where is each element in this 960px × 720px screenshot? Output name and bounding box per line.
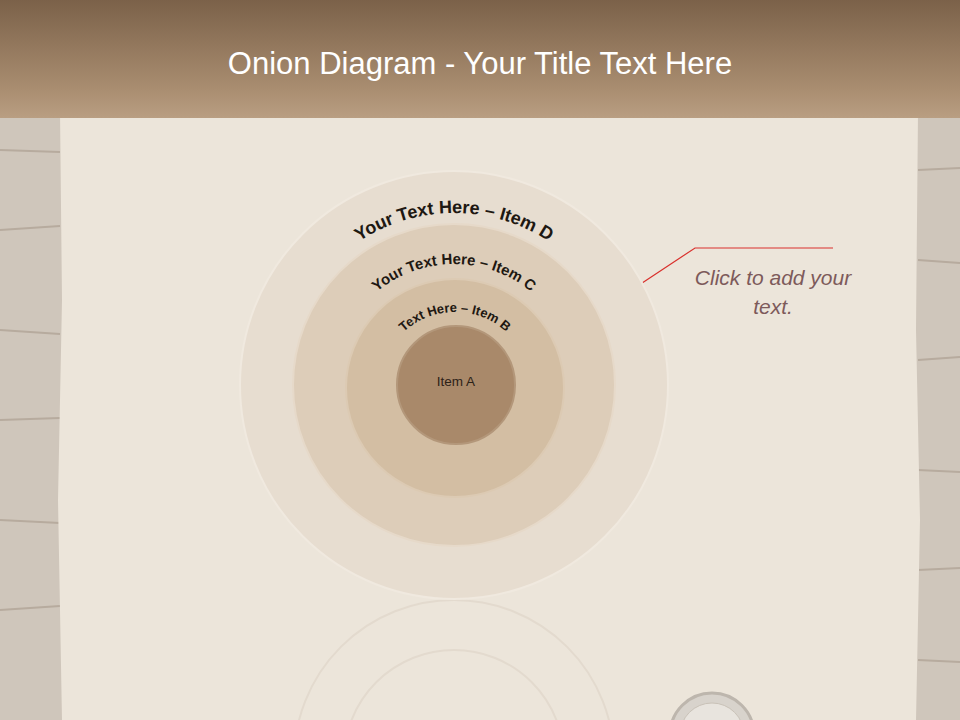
slide-title: Onion Diagram - Your Title Text Here	[0, 46, 960, 82]
ring-circle	[293, 224, 615, 546]
ring-circle	[346, 279, 564, 497]
ring-circle	[397, 326, 515, 444]
ring-circle	[240, 171, 668, 599]
faint-reflection	[344, 650, 564, 720]
compass-icon	[670, 693, 754, 720]
onion-ring: Your Text Here – Item CText Here – Item …	[292, 223, 616, 547]
core-label: Item A	[396, 374, 516, 389]
compass-face	[680, 703, 744, 720]
onion-ring: Item A	[396, 325, 516, 445]
onion-ring: Your Text Here – Item DYour Text Here – …	[239, 170, 669, 600]
paper-sheet	[58, 112, 920, 720]
callout-text: Click to add your text.	[690, 263, 856, 321]
onion-ring: Text Here – Item BItem A	[345, 278, 565, 498]
faint-reflection	[294, 600, 614, 720]
